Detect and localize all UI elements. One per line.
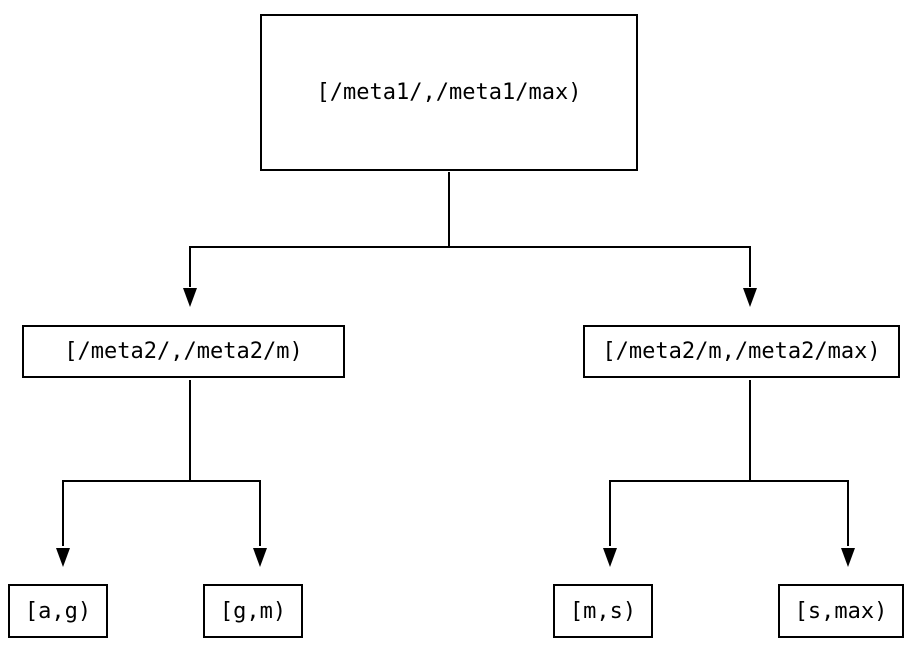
arrowhead-down-icon (743, 288, 757, 307)
arrowhead-down-icon (253, 548, 267, 567)
arrowhead-down-icon (56, 548, 70, 567)
tree-node-root-range: [/meta1/,/meta1/max) (260, 14, 638, 171)
arrowhead-down-icon (603, 548, 617, 567)
tree-node-leaf-g-m: [g,m) (203, 584, 303, 638)
connector-meta2high-to-leaves (603, 380, 855, 567)
tree-node-leaf-m-s: [m,s) (553, 584, 653, 638)
connector-line (189, 172, 751, 287)
connector-line (609, 380, 849, 546)
arrowhead-down-icon (183, 288, 197, 307)
tree-node-meta2-high-range: [/meta2/m,/meta2/max) (583, 325, 900, 378)
connector-root-to-level2 (183, 172, 757, 307)
connector-line (62, 380, 261, 546)
connector-meta2low-to-leaves (56, 380, 267, 567)
arrowhead-down-icon (841, 548, 855, 567)
tree-node-meta2-low-range: [/meta2/,/meta2/m) (22, 325, 345, 378)
tree-node-leaf-s-max: [s,max) (778, 584, 904, 638)
tree-node-leaf-a-g: [a,g) (8, 584, 108, 638)
